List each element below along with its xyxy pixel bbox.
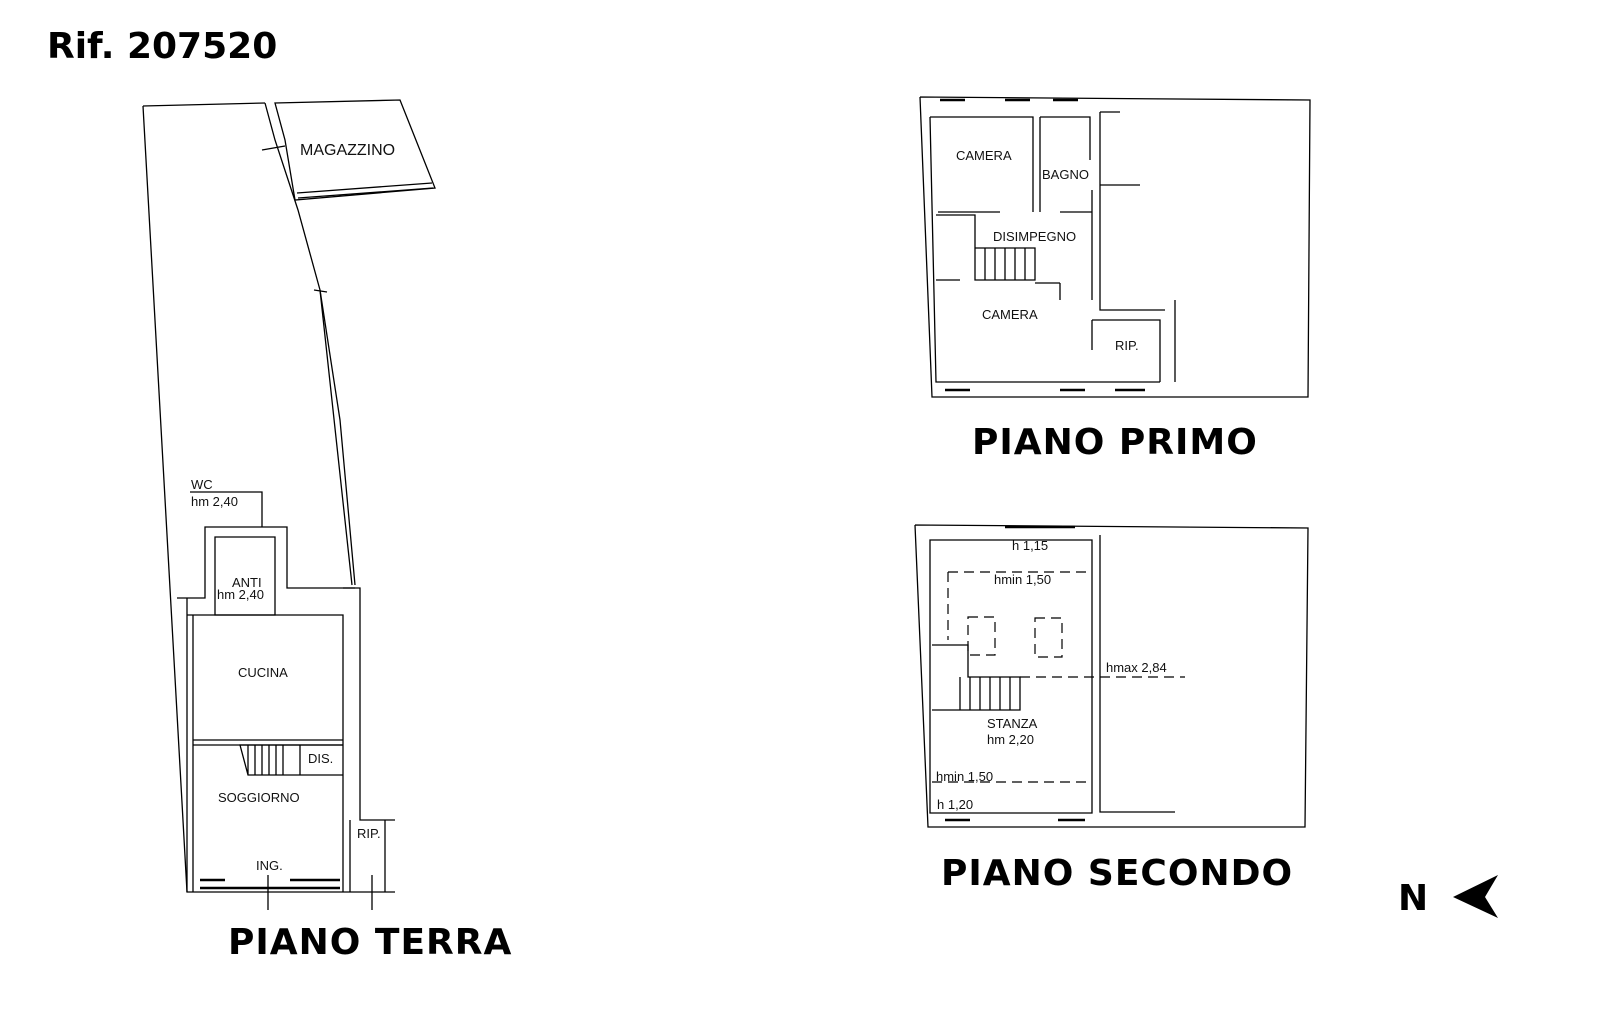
room-label-anti: ANTI — [232, 575, 262, 590]
room-label-cucina: CUCINA — [238, 665, 288, 680]
ground-floor-title: PIANO TERRA — [228, 922, 513, 963]
room-label-camera-2: CAMERA — [982, 307, 1038, 322]
room-label-magazzino: MAGAZZINO — [300, 142, 395, 159]
first-floor-title: PIANO PRIMO — [972, 422, 1258, 463]
height-label-hmax: hmax 2,84 — [1106, 660, 1167, 675]
room-height-stanza: hm 2,20 — [987, 732, 1034, 747]
height-label-top: h 1,15 — [1012, 538, 1048, 553]
room-label-camera-1: CAMERA — [956, 148, 1012, 163]
room-label-rip: RIP. — [357, 826, 381, 841]
room-label-soggiorno: SOGGIORNO — [218, 790, 300, 805]
height-label-bottom: h 1,20 — [937, 797, 973, 812]
second-floor-plan: h 1,15 hmin 1,50 hmax 2,84 STANZA hm 2,2… — [914, 524, 1309, 828]
room-label-rip: RIP. — [1115, 338, 1139, 353]
room-label-stanza: STANZA — [987, 716, 1038, 731]
room-height-anti: hm 2,40 — [217, 587, 264, 602]
room-height-wc: hm 2,40 — [191, 494, 238, 509]
room-label-ingresso: ING. — [256, 858, 283, 873]
north-label: N — [1398, 878, 1430, 919]
room-label-disimpegno: DISIMPEGNO — [993, 229, 1076, 244]
second-floor-title: PIANO SECONDO — [941, 853, 1294, 894]
room-label-bagno: BAGNO — [1042, 167, 1089, 182]
north-arrow-icon — [1453, 875, 1498, 918]
ground-floor-plan: MAGAZZINO WC hm 2,40 ANTI hm 2,40 CUCINA… — [142, 99, 436, 910]
first-floor-plan: CAMERA BAGNO DISIMPEGNO CAMERA RIP. — [919, 96, 1311, 398]
height-label-hmin-top: hmin 1,50 — [994, 572, 1051, 587]
room-label-dis: DIS. — [308, 751, 333, 766]
height-label-hmin-bottom: hmin 1,50 — [936, 769, 993, 784]
room-label-wc: WC — [191, 477, 213, 492]
reference-number: Rif. 207520 — [47, 26, 278, 67]
